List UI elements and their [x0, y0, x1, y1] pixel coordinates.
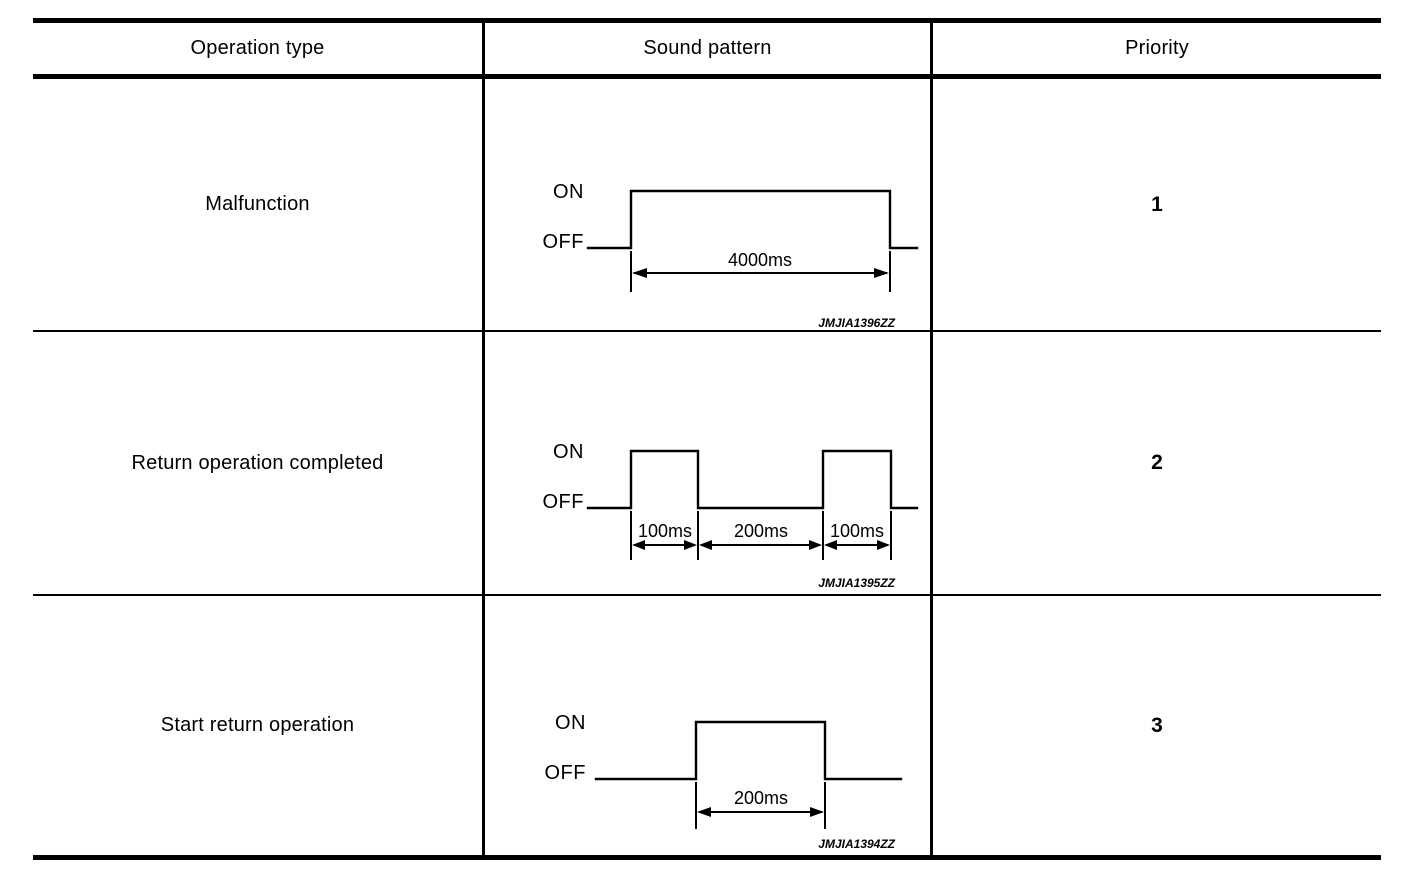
figure-code: JMJIA1396ZZ	[818, 316, 895, 330]
duration-label: 4000ms	[728, 250, 792, 270]
off-label: OFF	[543, 231, 585, 253]
arrow-head-right	[809, 540, 822, 550]
header-bottom-border	[33, 74, 1381, 79]
sound-pattern-table: Operation type Sound pattern Priority Ma…	[33, 18, 1381, 860]
waveform-diagram-start-return: ON OFF 200ms JMJIA1394ZZ	[545, 712, 903, 851]
duration-label: 100ms	[830, 521, 884, 541]
duration-label: 100ms	[638, 521, 692, 541]
on-label: ON	[553, 441, 584, 463]
off-label: OFF	[545, 762, 587, 784]
table-bottom-border	[33, 855, 1381, 860]
table-row: Malfunction ON OFF 4000ms JM	[33, 79, 1381, 330]
figure-code: JMJIA1395ZZ	[818, 576, 895, 590]
arrow-head-right	[874, 268, 889, 278]
arrow-head-left	[699, 540, 712, 550]
waveform-trace	[586, 189, 919, 250]
arrow-head-left	[632, 540, 645, 550]
column-header-operation-type: Operation type	[190, 37, 325, 59]
duration-label: 200ms	[734, 788, 788, 808]
priority-cell: 2	[1151, 451, 1163, 474]
waveform-trace	[594, 720, 903, 781]
sound-pattern-cell: ON OFF 100ms	[485, 332, 930, 594]
duration-label: 200ms	[734, 521, 788, 541]
arrow-head-right	[684, 540, 697, 550]
operation-type-cell: Malfunction	[205, 193, 310, 215]
operation-type-cell: Start return operation	[160, 714, 355, 736]
waveform-trace	[586, 449, 919, 510]
row-divider-1	[33, 330, 1381, 332]
sound-pattern-cell: ON OFF 200ms JMJIA1394ZZ	[485, 596, 930, 855]
priority-cell: 1	[1151, 192, 1163, 216]
arrow-head-right	[877, 540, 890, 550]
column-divider-1	[482, 23, 485, 856]
figure-code: JMJIA1394ZZ	[818, 837, 895, 851]
arrow-head-right	[810, 807, 824, 817]
on-label: ON	[555, 712, 586, 734]
row-divider-2	[33, 594, 1381, 596]
waveform-diagram-return-completed: ON OFF 100ms	[543, 441, 919, 590]
priority-cell: 3	[1151, 713, 1163, 737]
column-header-sound-pattern: Sound pattern	[643, 37, 772, 59]
operation-type-cell: Return operation completed	[131, 451, 384, 474]
table-top-border	[33, 18, 1381, 23]
column-header-priority: Priority	[1125, 37, 1189, 59]
table-row: Start return operation ON OFF 200ms JMJI…	[33, 596, 1381, 855]
arrow-head-left	[824, 540, 837, 550]
arrow-head-left	[632, 268, 647, 278]
arrow-head-left	[697, 807, 711, 817]
sound-pattern-cell: ON OFF 4000ms JMJIA1396ZZ	[485, 79, 930, 330]
column-divider-2	[930, 23, 933, 856]
on-label: ON	[553, 181, 584, 203]
table-row: Return operation completed ON OFF	[33, 332, 1381, 594]
waveform-diagram-malfunction: ON OFF 4000ms JMJIA1396ZZ	[543, 181, 919, 330]
off-label: OFF	[543, 491, 585, 513]
